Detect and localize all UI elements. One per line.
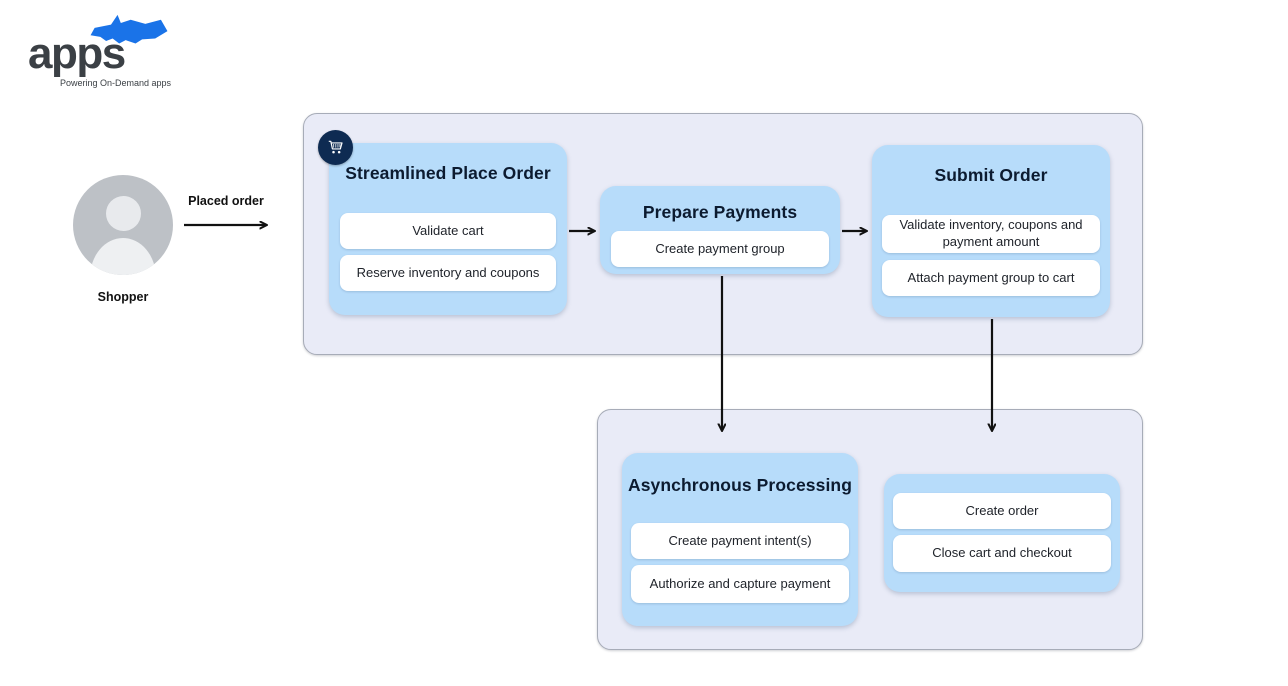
placed-order-label: Placed order bbox=[188, 194, 264, 208]
brand-logo: apps Powering On-Demand apps bbox=[28, 12, 228, 92]
avatar-head bbox=[106, 196, 141, 231]
node-asynchronous-processing: Asynchronous Processing Create payment i… bbox=[622, 453, 858, 626]
shopper-label: Shopper bbox=[97, 290, 149, 304]
step-close-cart-checkout: Close cart and checkout bbox=[893, 535, 1111, 572]
step-attach-payment-group: Attach payment group to cart bbox=[882, 260, 1100, 296]
cart-badge bbox=[318, 130, 353, 165]
step-validate-inventory-coupons-payment: Validate inventory, coupons and payment … bbox=[882, 215, 1100, 253]
node-submit-order: Submit Order Validate inventory, coupons… bbox=[872, 145, 1110, 317]
step-validate-cart: Validate cart bbox=[340, 213, 556, 249]
node-title: Prepare Payments bbox=[642, 202, 798, 222]
node-streamlined-place-order: Streamlined Place Order Validate cart Re… bbox=[329, 143, 567, 315]
brand-tagline: Powering On-Demand apps bbox=[60, 78, 172, 88]
avatar-shoulders bbox=[90, 238, 156, 275]
node-title: Asynchronous Processing bbox=[627, 475, 853, 495]
node-title: Submit Order bbox=[934, 165, 1048, 185]
node-title: Streamlined Place Order bbox=[345, 163, 551, 183]
node-order-finalization: Create order Close cart and checkout bbox=[884, 474, 1120, 592]
step-create-payment-group: Create payment group bbox=[611, 231, 829, 267]
step-authorize-capture-payment: Authorize and capture payment bbox=[631, 565, 849, 603]
node-prepare-payments: Prepare Payments Create payment group bbox=[600, 186, 840, 274]
step-create-payment-intents: Create payment intent(s) bbox=[631, 523, 849, 559]
step-reserve-inventory-coupons: Reserve inventory and coupons bbox=[340, 255, 556, 291]
rhino-icon bbox=[90, 14, 168, 44]
shopper-avatar bbox=[73, 175, 173, 275]
step-create-order: Create order bbox=[893, 493, 1111, 529]
brand-name: apps bbox=[28, 29, 126, 78]
shopping-cart-icon bbox=[328, 140, 343, 154]
